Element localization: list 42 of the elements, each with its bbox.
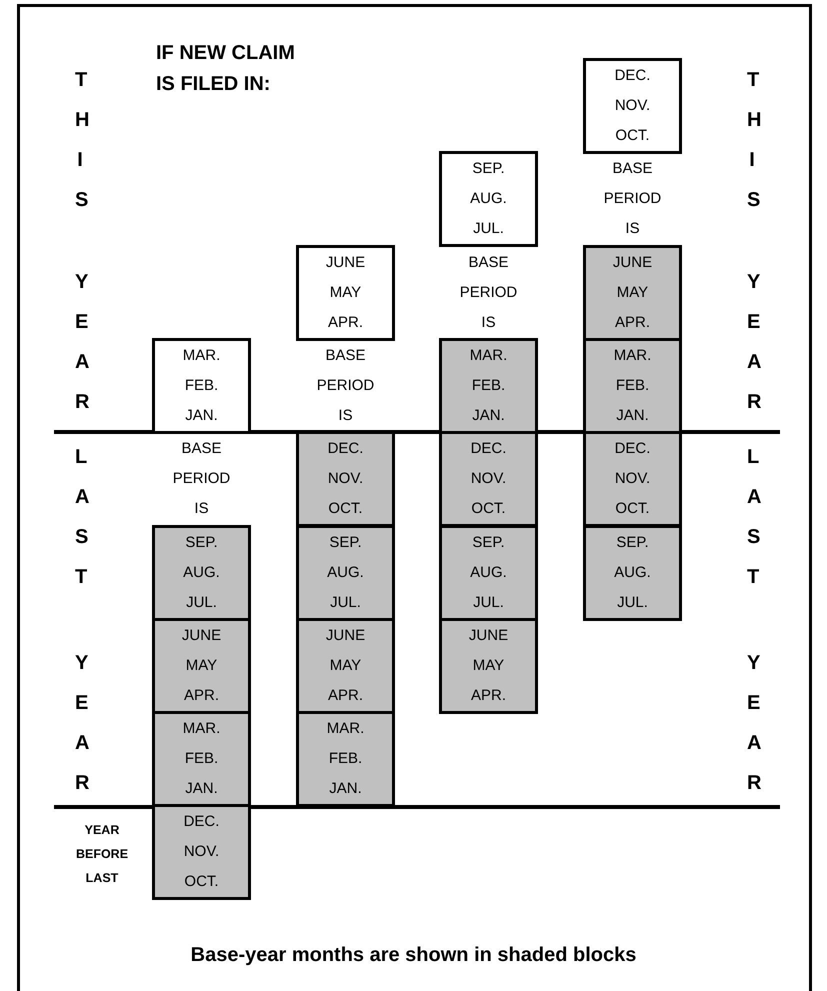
month-block: [439, 151, 538, 248]
shaded-month-block: [439, 338, 538, 434]
month-list: DEC. NOV. OCT.: [170, 807, 232, 898]
shaded-month-block: [152, 804, 251, 900]
month-list: JUNE MAY APR.: [314, 248, 376, 338]
shaded-month-block: [583, 431, 682, 528]
month-list: JUNE MAY APR.: [170, 620, 232, 711]
month-list: JUNE MAY APR.: [314, 620, 376, 711]
caption: Base-year months are shown in shaded blocks: [190, 943, 638, 968]
month-list: MAR. FEB. JAN.: [458, 340, 520, 431]
month-block: [296, 244, 395, 341]
month-list: MAR. FEB. JAN.: [314, 714, 376, 804]
shaded-month-block: [296, 711, 395, 808]
shaded-month-block: [296, 524, 395, 620]
month-list: SEP. AUG. JUL.: [602, 528, 664, 618]
month-list: DEC. NOV. OCT.: [602, 61, 664, 151]
month-list: MAR. FEB. JAN.: [170, 714, 232, 804]
month-list: SEP. AUG. JUL.: [170, 528, 232, 618]
month-list: JUNE MAY APR.: [458, 620, 520, 711]
base-period-label: BASE PERIOD IS: [458, 252, 518, 333]
month-list: SEP. AUG. JUL.: [458, 528, 520, 618]
month-list: SEP. AUG. JUL.: [314, 528, 376, 618]
month-list: JUNE MAY APR.: [602, 248, 664, 338]
month-block: [152, 338, 251, 434]
base-period-label: BASE PERIOD IS: [316, 346, 376, 426]
shaded-month-block: [152, 524, 251, 620]
month-list: SEP. AUG. JUL.: [458, 154, 520, 244]
shaded-month-block: [583, 524, 682, 620]
shaded-month-block: [583, 244, 682, 341]
base-period-label: BASE PERIOD IS: [602, 159, 662, 240]
month-list: DEC. NOV. OCT.: [314, 434, 376, 524]
month-list: DEC. NOV. OCT.: [458, 434, 520, 524]
shaded-month-block: [439, 524, 538, 620]
period-label: YEAR BEFORE LAST: [74, 822, 130, 887]
shaded-month-block: [439, 431, 538, 528]
month-block: [583, 58, 682, 154]
shaded-month-block: [296, 431, 395, 528]
month-list: MAR. FEB. JAN.: [170, 340, 232, 431]
month-list: MAR. FEB. JAN.: [602, 340, 664, 431]
heading: IF NEW CLAIM IS FILED IN:: [156, 41, 296, 97]
month-list: DEC. NOV. OCT.: [602, 434, 664, 524]
base-period-label: BASE PERIOD IS: [172, 439, 232, 520]
